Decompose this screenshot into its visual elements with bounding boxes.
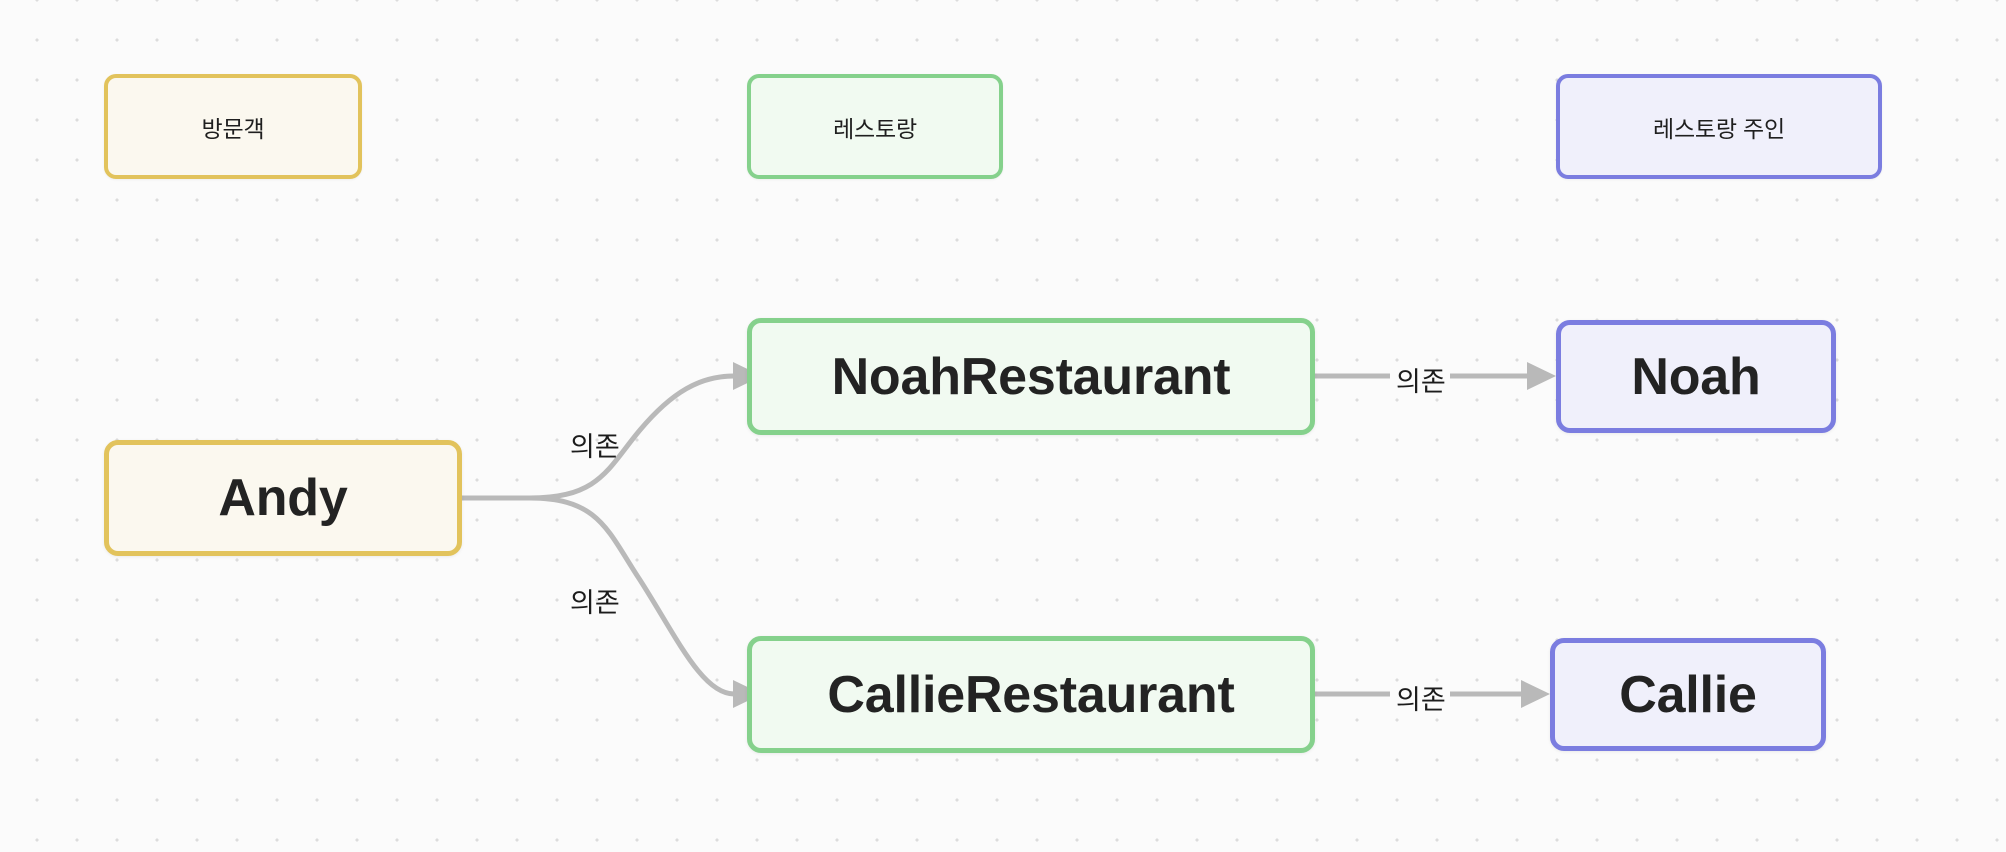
legend-chip-visitor[interactable]: 방문객 bbox=[104, 74, 362, 179]
legend-chip-restaurant-label: 레스토랑 bbox=[833, 115, 917, 142]
legend-chip-owner-label: 레스토랑 주인 bbox=[1653, 115, 1785, 142]
legend-chip-restaurant[interactable]: 레스토랑 bbox=[747, 74, 1003, 179]
graph-node-noah-label: Noah bbox=[1631, 347, 1761, 406]
edge-label-callierestaurant-callie: 의존 bbox=[1396, 685, 1446, 715]
graph-node-noah-restaurant-label: NoahRestaurant bbox=[831, 347, 1231, 406]
graph-node-callie-restaurant-label: CallieRestaurant bbox=[827, 665, 1235, 724]
legend-chip-owner[interactable]: 레스토랑 주인 bbox=[1556, 74, 1882, 179]
graph-node-callie-restaurant[interactable]: CallieRestaurant bbox=[747, 636, 1315, 753]
edge-label-andy-noahrestaurant: 의존 bbox=[570, 432, 620, 462]
graph-node-noah[interactable]: Noah bbox=[1556, 320, 1836, 433]
graph-node-callie[interactable]: Callie bbox=[1550, 638, 1826, 751]
edge-label-andy-callierestaurant: 의존 bbox=[570, 588, 620, 618]
graph-node-andy-label: Andy bbox=[218, 469, 348, 527]
legend-chip-visitor-label: 방문객 bbox=[201, 115, 265, 142]
graph-node-andy[interactable]: Andy bbox=[104, 440, 462, 556]
graph-node-noah-restaurant[interactable]: NoahRestaurant bbox=[747, 318, 1315, 435]
edge-label-noahrestaurant-noah: 의존 bbox=[1396, 367, 1446, 397]
graph-node-callie-label: Callie bbox=[1619, 665, 1757, 724]
